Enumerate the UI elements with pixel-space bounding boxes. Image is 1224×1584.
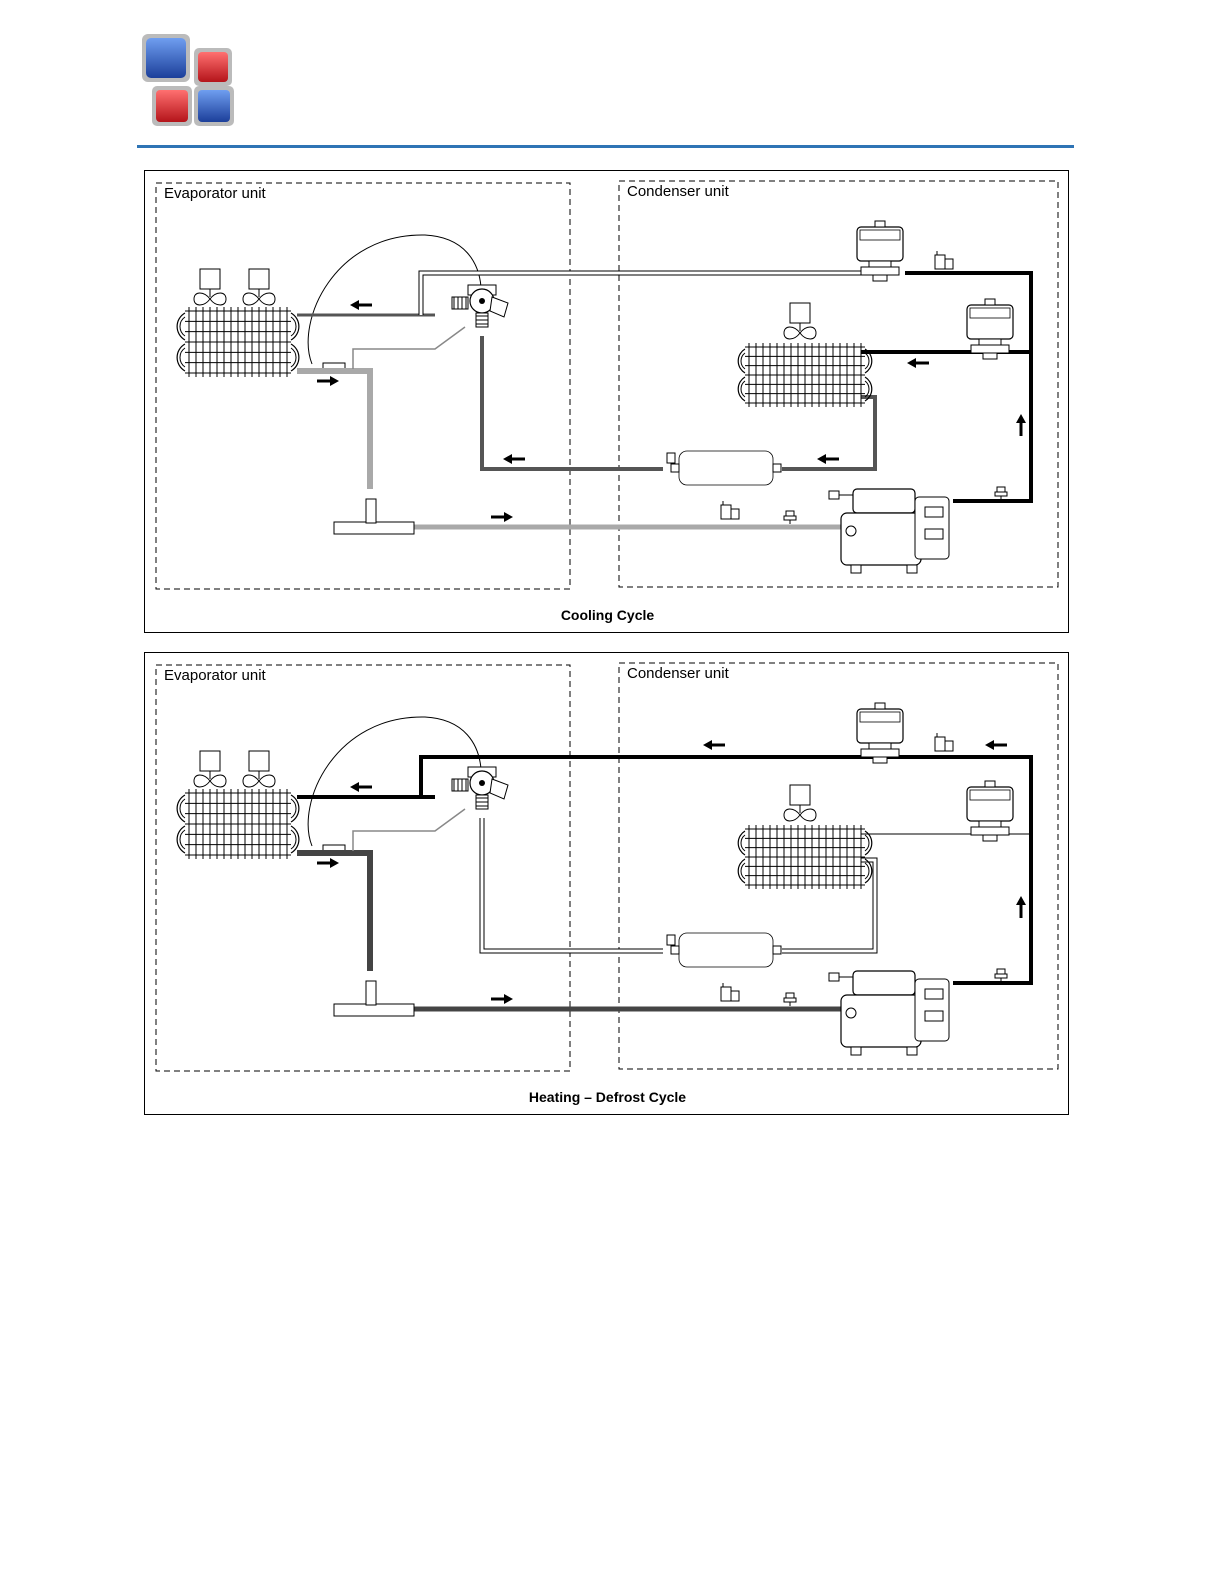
heating-defrost-cycle-caption: Heating – Defrost Cycle: [145, 1089, 1070, 1105]
suction-line-vertical: [297, 371, 370, 489]
liquid-solenoid-valve: [967, 781, 1013, 841]
suction-line-vertical: [297, 853, 370, 971]
hot-gas-solenoid-valve: [857, 221, 903, 281]
flow-arrow-hot-gas-1: [703, 740, 725, 750]
suction-service-valve: [721, 983, 739, 1001]
evaporator-fan-2: [243, 269, 275, 305]
suction-access-port: [784, 511, 796, 524]
liquid-line-to-txv: [482, 818, 663, 951]
heating-defrost-cycle-panel: Evaporator unit Condenser unit Heating –…: [144, 652, 1069, 1115]
flow-arrow-evaporator-inlet: [350, 300, 372, 310]
flow-arrow-liquid-line: [503, 454, 525, 464]
flow-arrow-evaporator-outlet: [317, 858, 339, 868]
flow-arrow-evaporator-inlet: [350, 782, 372, 792]
flow-arrow-hot-gas-2: [985, 740, 1007, 750]
evaporator-coil: [177, 307, 299, 377]
liquid-solenoid-valve: [967, 299, 1013, 359]
condenser-unit-label: Condenser unit: [627, 665, 729, 682]
cooling-cycle-panel: Evaporator unit Condenser unit Cooling C…: [144, 170, 1069, 633]
condenser-coil: [738, 825, 872, 889]
logo-square-red-small: [198, 52, 228, 82]
evaporator-fan-1: [194, 269, 226, 305]
flow-arrow-discharge: [1016, 896, 1026, 918]
liquid-receiver: [667, 933, 781, 967]
flow-arrow-suction: [491, 512, 513, 522]
thermostatic-expansion-valve: [452, 285, 508, 327]
pressure-switch-top: [935, 733, 953, 751]
evaporator-fan-1: [194, 751, 226, 787]
thermostatic-expansion-valve: [452, 767, 508, 809]
flow-arrow-condenser-outlet: [817, 454, 839, 464]
evaporator-unit-label: Evaporator unit: [164, 185, 266, 202]
flow-arrow-discharge: [1016, 414, 1026, 436]
logo-square-red: [156, 90, 188, 122]
suction-service-valve: [721, 501, 739, 519]
company-logo: [140, 32, 240, 132]
external-equalizer-line: [353, 327, 465, 369]
logo-square-blue: [198, 90, 230, 122]
flow-arrow-evaporator-outlet: [317, 376, 339, 386]
discharge-access-port: [995, 969, 1007, 982]
cooling-cycle-diagram: [145, 171, 1070, 634]
condenser-fan: [784, 785, 816, 821]
liquid-line-to-txv: [482, 336, 663, 469]
flow-arrow-condenser-inlet: [907, 358, 929, 368]
heating-defrost-cycle-diagram: [145, 653, 1070, 1116]
compressor: [829, 489, 949, 573]
discharge-access-port: [995, 487, 1007, 500]
suction-tee: [334, 499, 414, 534]
flow-arrow-suction: [491, 994, 513, 1004]
liquid-receiver: [667, 451, 781, 485]
condenser-fan: [784, 303, 816, 339]
hot-gas-solenoid-valve: [857, 703, 903, 763]
evaporator-coil: [177, 789, 299, 859]
condenser-coil: [738, 343, 872, 407]
header-rule: [137, 145, 1074, 148]
evaporator-unit-label: Evaporator unit: [164, 667, 266, 684]
external-equalizer-line: [353, 809, 465, 851]
compressor: [829, 971, 949, 1055]
logo-square-blue-large: [146, 38, 186, 78]
pressure-switch-top: [935, 251, 953, 269]
cooling-cycle-caption: Cooling Cycle: [145, 607, 1070, 623]
suction-tee: [334, 981, 414, 1016]
evaporator-fan-2: [243, 751, 275, 787]
condenser-unit-label: Condenser unit: [627, 183, 729, 200]
suction-access-port: [784, 993, 796, 1006]
